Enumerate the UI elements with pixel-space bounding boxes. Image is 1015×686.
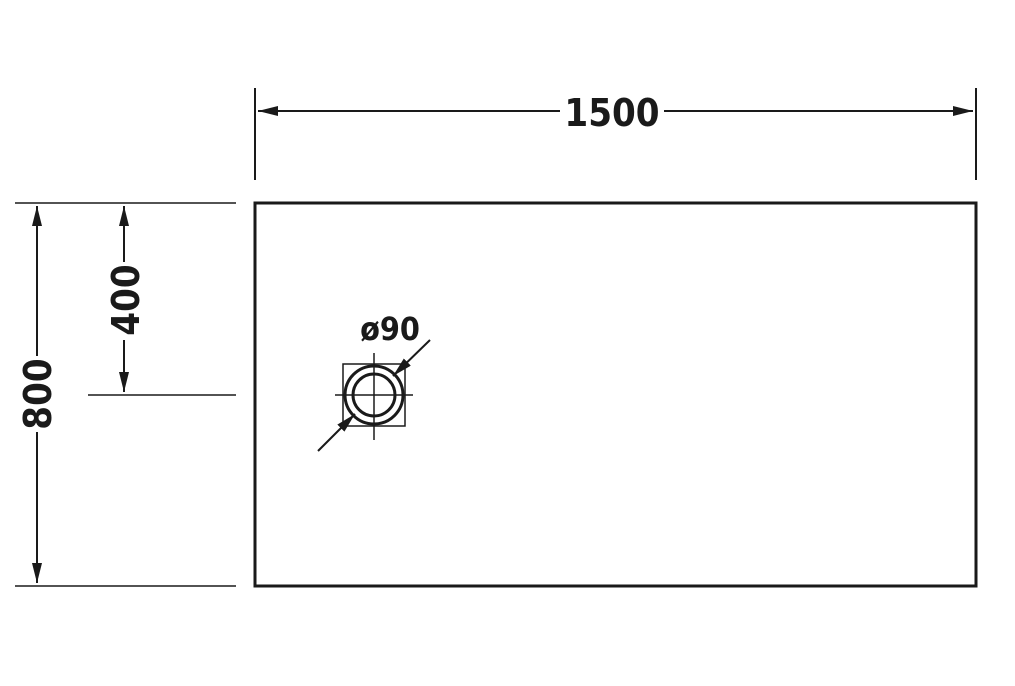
drain-offset-dimension: 400 [88,206,236,396]
drain-diameter-label: ø90 [360,310,420,348]
height-label: 800 [16,358,60,429]
shower-tray-outline [253,201,978,588]
drain-diameter-leader-lower [317,413,356,452]
width-label: 1500 [564,91,659,135]
drain-symbol: ø90 [317,310,431,452]
drain-offset-label: 400 [104,264,148,335]
height-dimension: 800 [15,202,236,587]
drain-diameter-leader-upper [392,339,431,377]
width-dimension: 1500 [254,88,977,180]
